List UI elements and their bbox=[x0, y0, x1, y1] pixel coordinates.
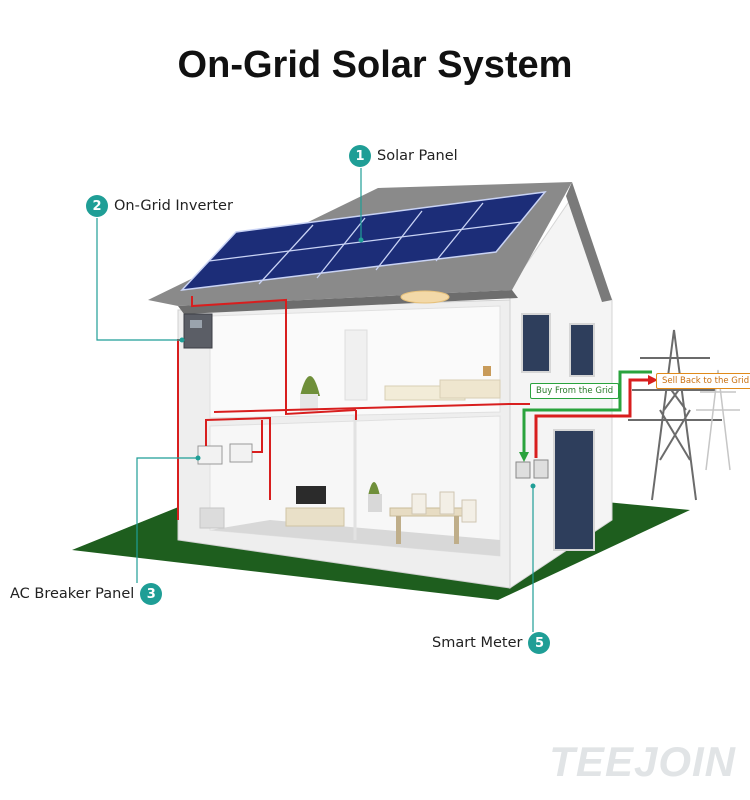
callout-smart-meter: Smart Meter 5 bbox=[432, 632, 550, 654]
brand-logo: TEEJOIN bbox=[549, 738, 736, 786]
ceiling-lamp bbox=[401, 291, 449, 303]
buy-from-grid-label: Buy From the Grid bbox=[530, 383, 619, 399]
breaker-box-2 bbox=[230, 444, 252, 462]
callout-label: AC Breaker Panel bbox=[10, 586, 134, 602]
callout-solar-panel: 1 Solar Panel bbox=[349, 145, 458, 167]
glass-door bbox=[554, 430, 594, 550]
page-title: On-Grid Solar System bbox=[0, 44, 750, 87]
callout-number-badge: 1 bbox=[349, 145, 371, 167]
callout-number-badge: 5 bbox=[528, 632, 550, 654]
smart-meter-unit bbox=[516, 462, 530, 478]
callout-on-grid-inverter: 2 On-Grid Inverter bbox=[86, 195, 233, 217]
callout-label: On-Grid Inverter bbox=[114, 198, 233, 214]
breaker-box-1 bbox=[198, 446, 222, 464]
callout-number-badge: 2 bbox=[86, 195, 108, 217]
callout-number-badge: 3 bbox=[140, 583, 162, 605]
callout-label: Solar Panel bbox=[377, 148, 458, 164]
callout-ac-breaker-panel: AC Breaker Panel 3 bbox=[10, 583, 162, 605]
sell-back-to-grid-label: Sell Back to the Grid bbox=[656, 373, 750, 389]
transmission-tower bbox=[628, 330, 722, 500]
callout-label: Smart Meter bbox=[432, 635, 522, 651]
inverter-unit bbox=[184, 314, 212, 348]
